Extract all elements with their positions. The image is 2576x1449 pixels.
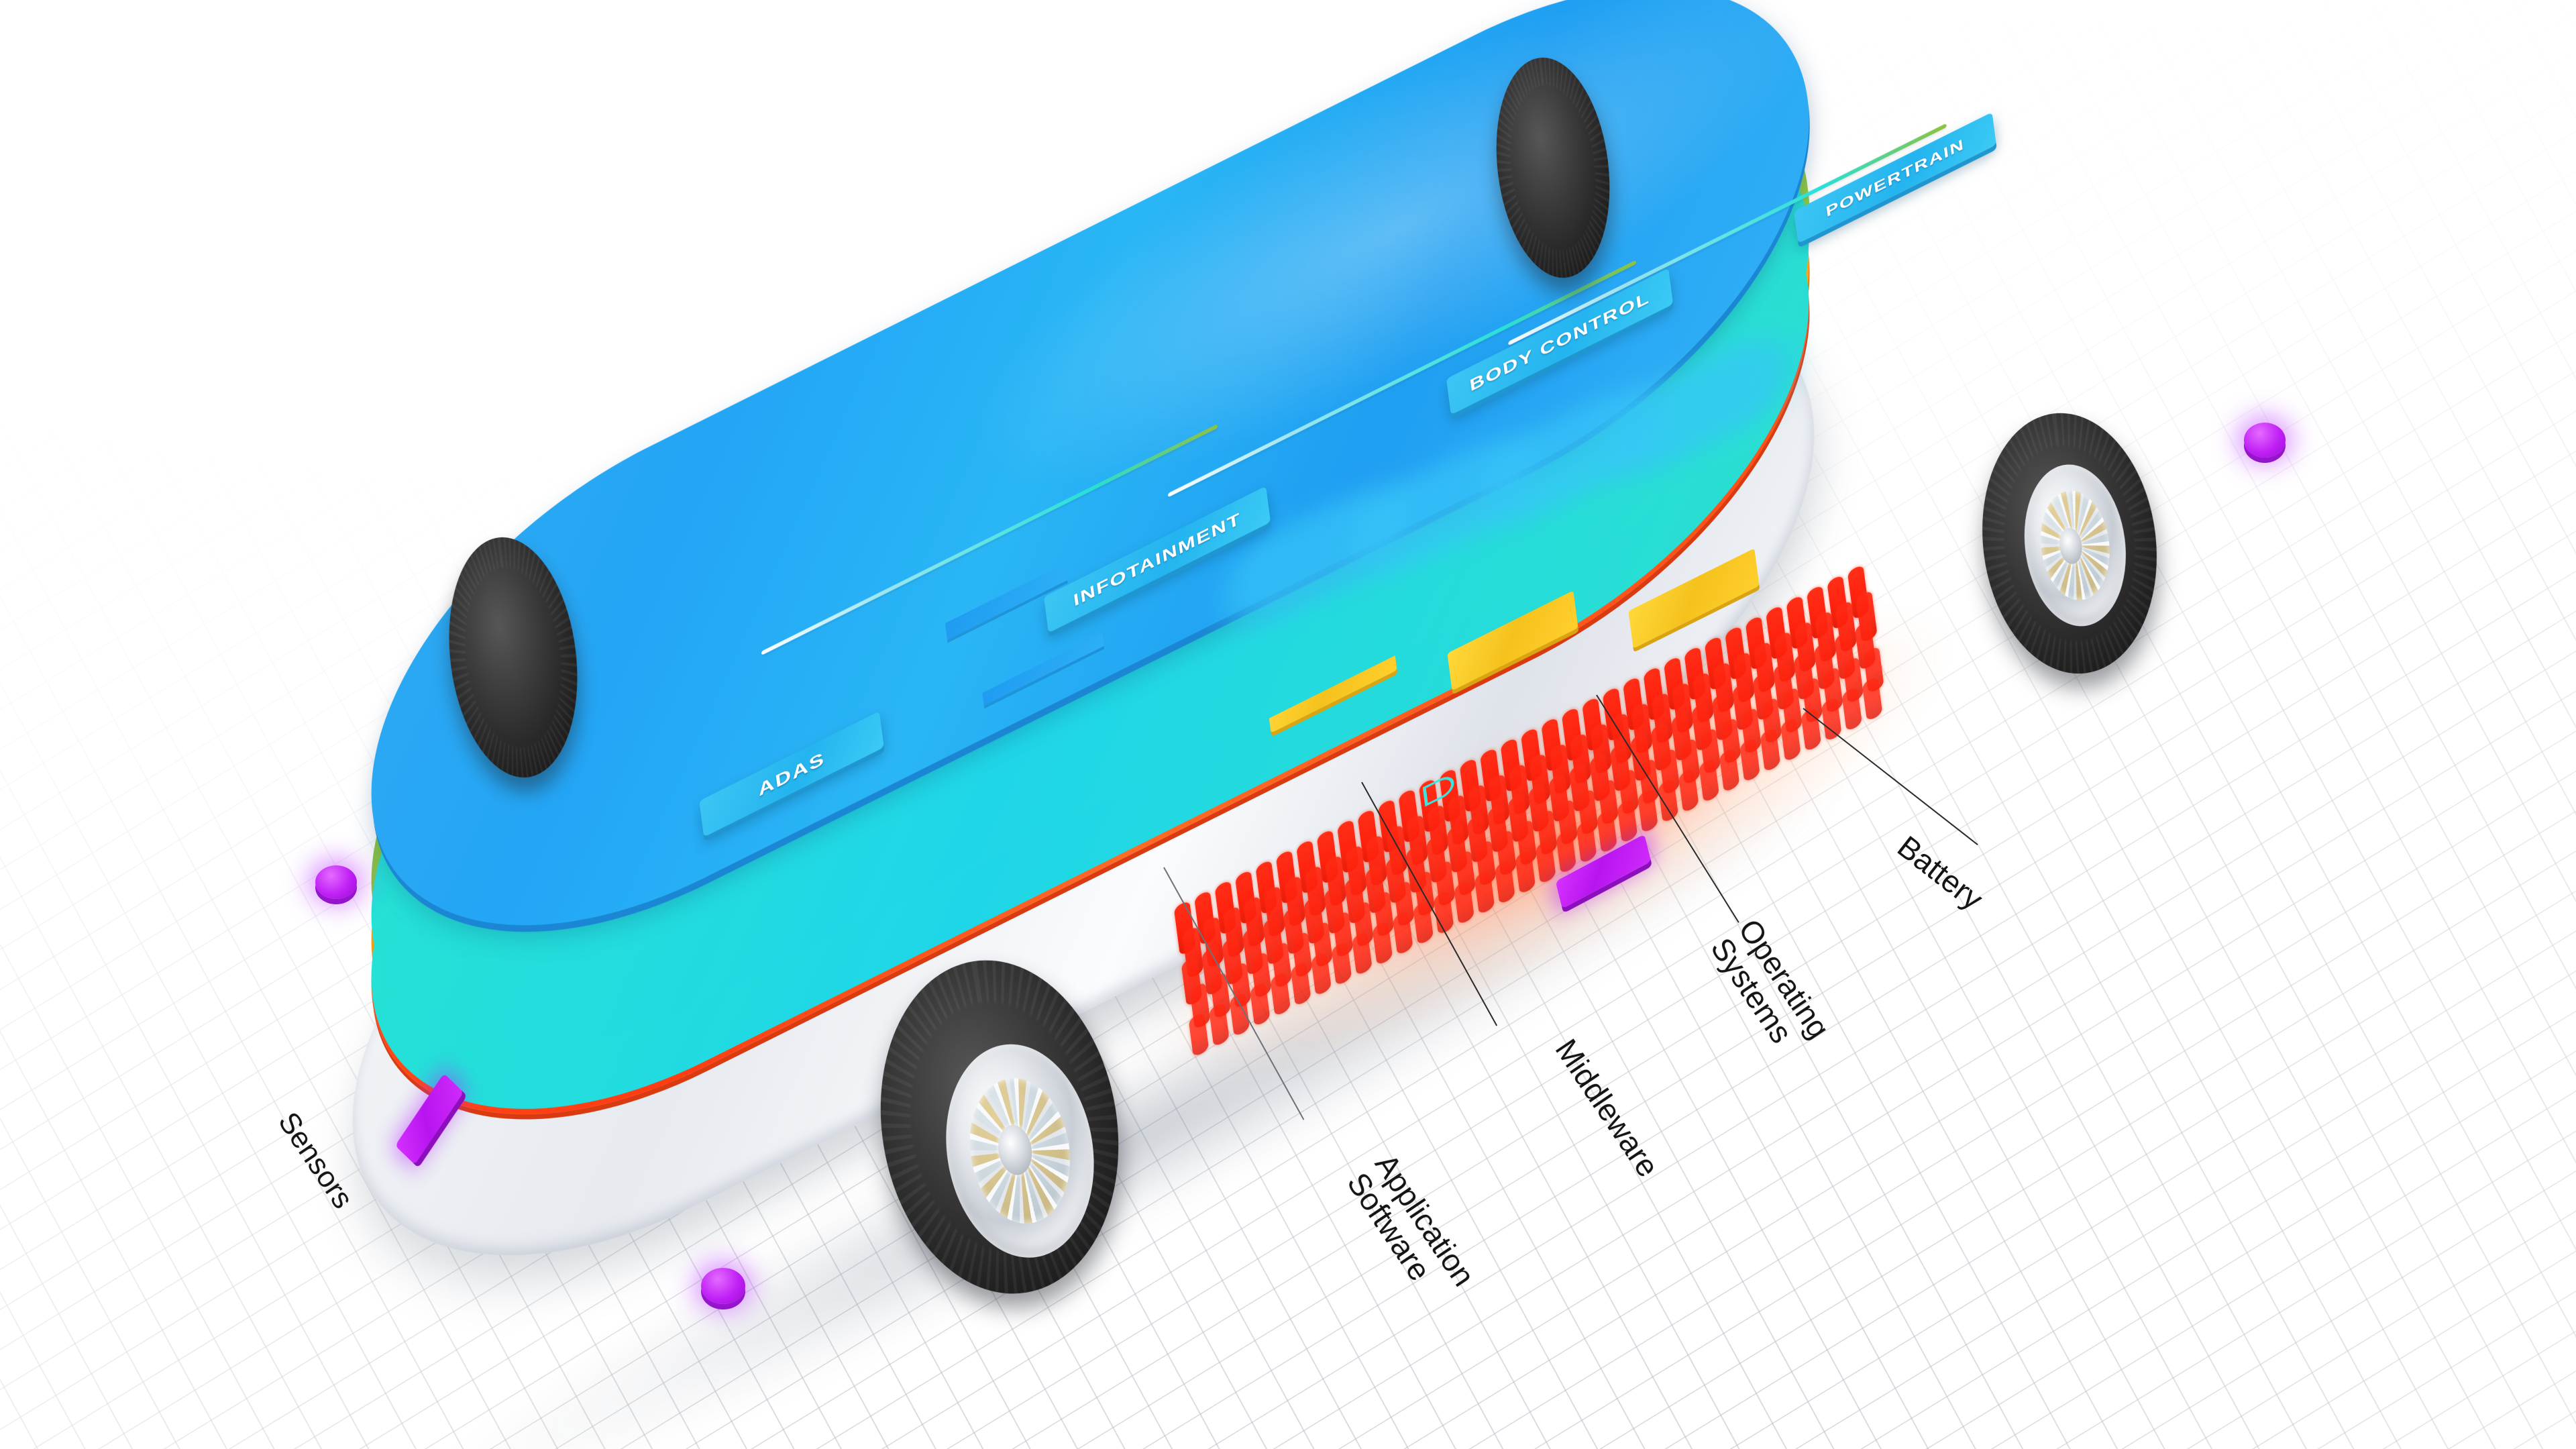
wheel-rear-right [1968, 402, 2171, 684]
sensor-dot-front-left [315, 865, 357, 899]
sensor-dot-rear-right [2244, 423, 2286, 458]
sensor-dot-front-right [701, 1268, 745, 1304]
badge-powertrain[interactable]: POWERTRAIN [1794, 112, 1996, 244]
